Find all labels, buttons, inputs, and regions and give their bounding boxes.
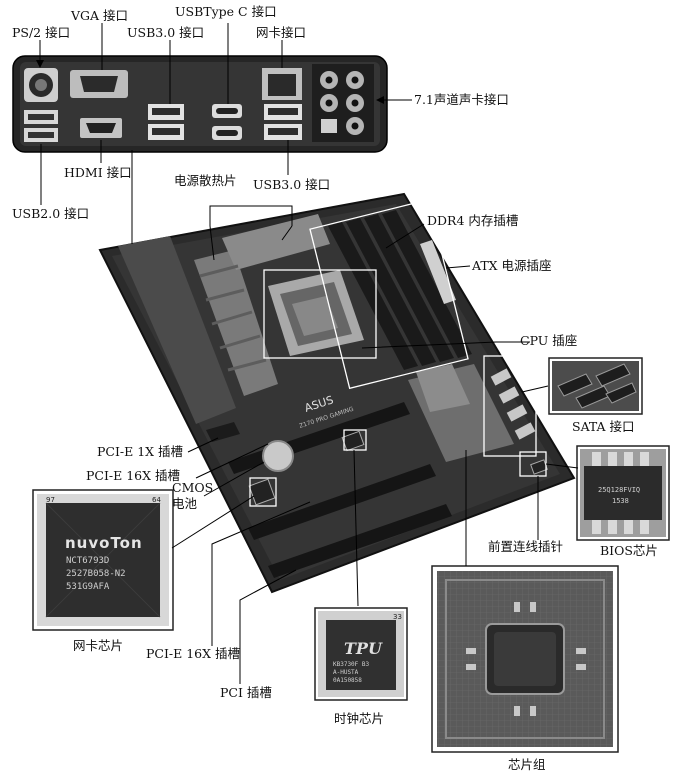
clock-chip-inset: 33 TPU KB3730F B3 A-HUSTA 0A150858: [314, 607, 408, 701]
label-cmos-line1: CMOS: [172, 480, 214, 495]
label-usb30-top: USB3.0 接口: [127, 25, 205, 40]
usb30-ports-left: [148, 104, 184, 140]
lan-chip-brand: nuvoTon: [65, 534, 143, 552]
sata-leader-line: [521, 385, 549, 393]
label-chipset: 芯片组: [508, 757, 546, 772]
clock-chip-pin-33: 33: [393, 613, 402, 621]
lan-chip-leader-line: [171, 495, 255, 549]
clock-chip-marking-2: A-HUSTA: [333, 669, 359, 676]
cpu-leader-line: [361, 341, 530, 349]
pcie16x-a-leader-line: [195, 443, 269, 479]
label-pcie16x-a: PCI-E 16X 插槽: [86, 468, 181, 483]
vrm-heatsink: [194, 214, 330, 396]
usb-typec-port: [212, 104, 242, 140]
label-usb30-bottom: USB3.0 接口: [253, 177, 331, 192]
label-atx: ATX 电源插座: [472, 258, 552, 273]
label-heatsink: 电源散热片: [174, 173, 237, 188]
sata-ports: [490, 368, 536, 440]
label-bios: BIOS芯片: [600, 543, 658, 558]
label-pcie1x: PCI-E 1X 插槽: [97, 444, 184, 459]
highlight-boxes: [249, 198, 547, 507]
usb20-ports: [24, 110, 58, 142]
clock-chip-brand: TPU: [344, 639, 383, 658]
lan-chip-marking-3: 531G9AFA: [66, 582, 110, 592]
cpu-socket: [268, 270, 364, 356]
ddr4-slots: [328, 210, 472, 370]
label-hdmi: HDMI 接口: [64, 165, 132, 180]
atx-leader-line: [445, 265, 471, 269]
clock-leader-line: [353, 449, 359, 607]
label-front-panel: 前置连线插针: [488, 539, 564, 554]
lan-chip-marking-2: 2527B058-N2: [66, 569, 126, 579]
io-panel: [12, 55, 388, 153]
ddr4-highlight-box: [309, 198, 469, 390]
ps2-port: [24, 68, 58, 102]
heatsink-leader-right: [281, 225, 293, 241]
clock-chip-marking-3: 0A150858: [333, 677, 362, 684]
label-usb20: USB2.0 接口: [12, 206, 90, 221]
label-ddr4: DDR4 内存插槽: [427, 213, 519, 228]
vga-port: [70, 70, 128, 98]
lan-chip-highlight-box: [249, 477, 277, 507]
label-audio: 7.1声道声卡接口: [414, 92, 509, 107]
heatsink-leader-left: [209, 225, 215, 261]
cmos-battery: [262, 440, 294, 472]
label-clock: 时钟芯片: [334, 711, 385, 726]
bios-chip-marking-2: 1538: [612, 497, 629, 505]
label-cpu: CPU 插座: [520, 333, 578, 348]
label-ps2: PS/2 接口: [12, 25, 71, 40]
sata-highlight-box: [483, 355, 537, 457]
motherboard-board: ASUS Z170 PRO GAMING: [98, 192, 576, 594]
label-lan-port: 网卡接口: [256, 25, 307, 40]
usb30-ports-right: [264, 104, 302, 140]
lan-chip-marking-1: NCT6793D: [66, 556, 109, 566]
cmos-leader-line: [203, 461, 265, 497]
label-lan-chip: 网卡芯片: [73, 638, 124, 653]
lan-chip-inset: 97 64 nuvoTon NCT6793D 2527B058-N2 531G9…: [32, 489, 174, 631]
label-pcie16x-b: PCI-E 16X 插槽: [146, 646, 241, 661]
bios-leader-line: [545, 463, 579, 469]
atx-connector: [420, 240, 456, 304]
pci-leader-line: [239, 569, 297, 684]
lan-chip-pin-97: 97: [46, 496, 55, 504]
chipset-inset: [431, 565, 619, 753]
label-usbtypec: USBType C 接口: [175, 4, 277, 19]
pcie1x-leader-line: [187, 437, 219, 453]
audio-arrowhead: [376, 96, 384, 104]
label-pci: PCI 插槽: [220, 685, 272, 700]
chipset-heatsink: [408, 364, 514, 462]
leader-lines: [39, 23, 579, 684]
sata-inset: [548, 357, 643, 415]
label-cmos-line2: 电池: [172, 496, 198, 511]
ddr4-leader-line: [385, 223, 425, 249]
clock-highlight-box: [343, 429, 367, 451]
clock-chip-marking-1: KB3730F B3: [333, 661, 370, 668]
ps2-arrowhead: [36, 60, 44, 68]
hdmi-port: [80, 118, 122, 138]
lan-chip-pin-64: 64: [152, 496, 161, 504]
heatsink-bracket: [209, 205, 293, 226]
audio-jacks: [312, 64, 374, 142]
label-vga: VGA 接口: [71, 8, 129, 23]
label-sata: SATA 接口: [572, 419, 635, 434]
pcie16x-b-leader-line: [211, 501, 311, 646]
arrow-heads: [36, 60, 384, 104]
bios-chip-marking-1: 25Q128FVIQ: [598, 486, 640, 494]
lan-port: [262, 68, 302, 100]
bios-chip-inset: 25Q128FVIQ 1538: [576, 445, 670, 541]
